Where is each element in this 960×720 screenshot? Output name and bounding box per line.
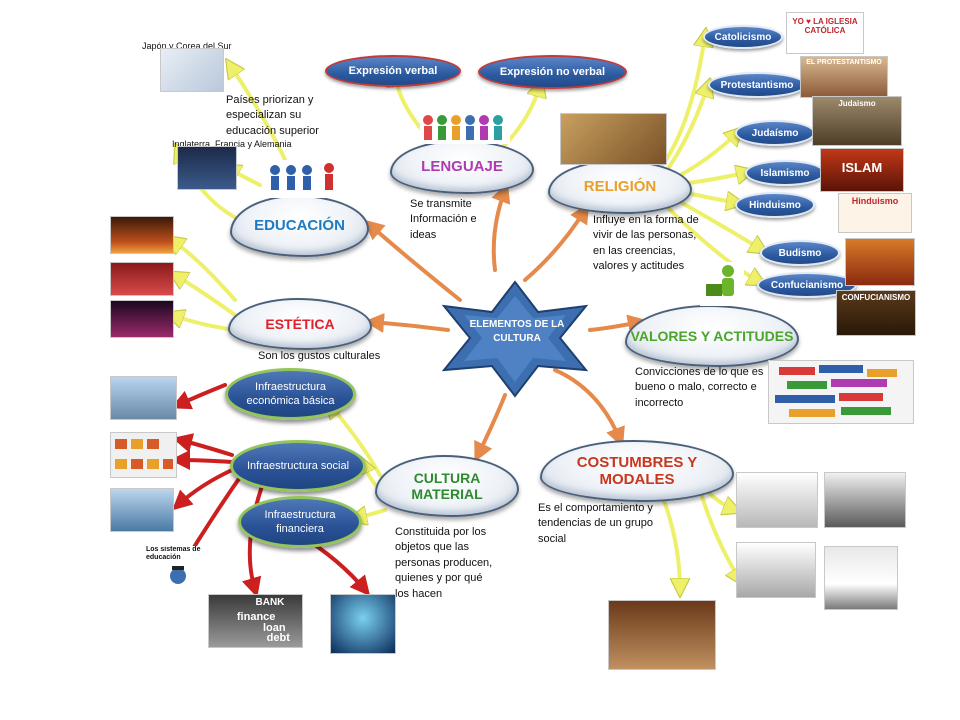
topic-cultura-material: CULTURA MATERIAL — [375, 455, 519, 517]
students-photo — [160, 48, 224, 92]
hinduismo-image: Hinduismo — [838, 193, 912, 233]
infraestructura-social: Infraestructura social — [230, 440, 366, 492]
note-inglaterra: Inglaterra, Francia y Alemania — [172, 139, 292, 149]
religion-pill-hinduismo: Hinduismo — [735, 192, 815, 218]
finance-words-image: BANK finance loan debt — [208, 594, 303, 648]
center-star-shape — [441, 280, 589, 398]
note-religion: Influye en la forma de vivir de las pers… — [593, 214, 699, 273]
judaismo-image: Judaismo — [812, 96, 902, 146]
note-estetica: Son los gustos culturales — [258, 350, 381, 362]
catolica-image: YO ♥ LA IGLESIA CATÓLICA — [786, 12, 864, 54]
arrow-to-estetica — [364, 312, 450, 333]
arrow-to-cultura-material — [474, 393, 507, 463]
chopsticks-rice-photo — [824, 546, 898, 610]
religion-pill-islamismo: Islamismo — [745, 160, 825, 186]
business-eye-image — [330, 594, 396, 654]
center-label: ELEMENTOS DE LA CULTURA — [469, 319, 565, 344]
expresion-verbal-pill: Expresión verbal — [325, 55, 461, 87]
laptop-photo — [177, 146, 237, 190]
dining-photo — [736, 542, 816, 598]
arrow-to-religion — [523, 203, 590, 282]
topic-costumbres: COSTUMBRES Y MODALES — [540, 440, 734, 502]
note-cultura-material: Constituida por los objetos que las pers… — [395, 526, 493, 600]
note-japon-corea: Japón y Corea del Sur — [142, 41, 232, 51]
expresion-no-verbal-pill: Expresión no verbal — [478, 55, 627, 89]
protestante-image: EL PROTESTANTISMO — [800, 56, 888, 98]
performance-photo — [110, 300, 174, 338]
dragon-photo — [110, 216, 174, 254]
arrow-to-lenguaje — [491, 182, 511, 272]
hospital-photo — [110, 488, 174, 532]
buildings-icons — [110, 432, 177, 478]
topic-estetica: ESTÉTICA — [228, 298, 372, 350]
class-figures-icon — [265, 160, 337, 198]
bowing-photo — [824, 472, 906, 528]
religion-pill-budismo: Budismo — [760, 240, 840, 266]
arrow-to-educacion — [363, 219, 462, 302]
arrow-to-costumbres — [553, 368, 625, 448]
note-paises-educacion: Países priorizan y especializan su educa… — [226, 94, 319, 137]
infraestructura-economica: Infraestructura económica básica — [225, 368, 356, 420]
infraestructura-financiera: Infraestructura financiera — [238, 496, 362, 548]
entrance-photo — [608, 600, 716, 670]
topic-religion: RELIGIÓN — [548, 160, 692, 214]
valores-words-image — [768, 360, 914, 424]
religion-pill-protestantismo: Protestantismo — [708, 72, 806, 98]
topic-educacion: EDUCACIÓN — [230, 195, 369, 257]
transport-photo — [110, 376, 177, 420]
people-figures-icon — [420, 108, 510, 144]
note-valores: Convicciones de lo que es bueno o malo, … — [635, 366, 764, 409]
handshake-photo — [736, 472, 818, 528]
religion-pill-judaismo: Judaísmo — [735, 120, 815, 146]
religion-pill-catolicismo: Catolicismo — [703, 25, 783, 49]
budismo-image — [845, 238, 915, 286]
islam-image: ISLAM — [820, 148, 904, 192]
note-costumbres: Es el comportamiento y tendencias de un … — [538, 502, 653, 545]
note-lenguaje: Se transmite Información e ideas — [410, 198, 477, 241]
puzzle-figure-icon — [700, 262, 744, 306]
topic-lenguaje: LENGUAJE — [390, 140, 534, 194]
topic-valores: VALORES Y ACTITUDES — [625, 305, 799, 367]
religion-symbols-photo — [560, 113, 667, 165]
confucianismo-image: CONFUCIANISMO — [836, 290, 916, 336]
sistemas-educacion-image: Los sistemas de educación — [146, 546, 202, 586]
dance-photo — [110, 262, 174, 296]
